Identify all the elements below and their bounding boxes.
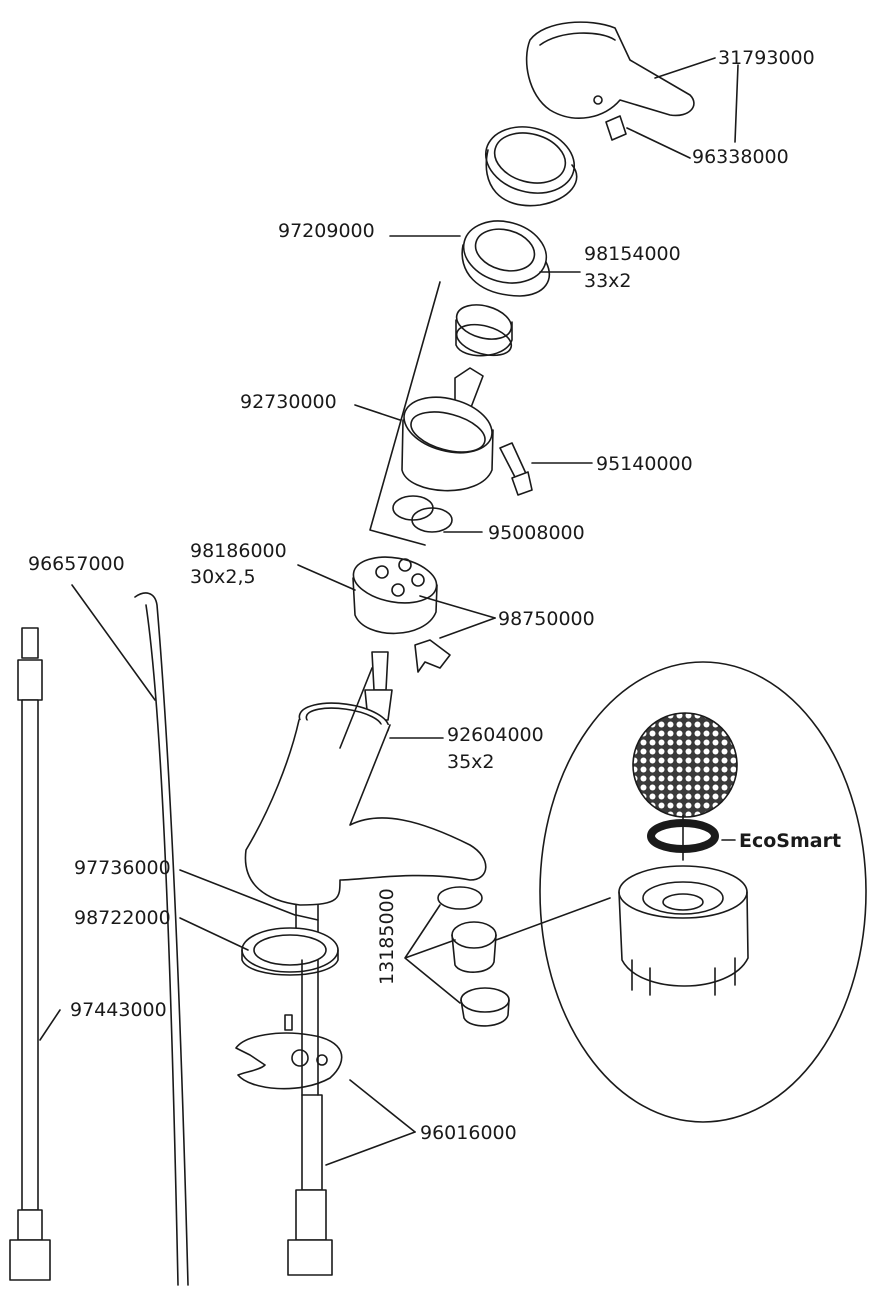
label-gasket: 98722000 (74, 907, 171, 929)
label-cap-nut: 97209000 (278, 220, 375, 242)
mounting-plate (235, 1014, 343, 1090)
part-labels: 31793000 96338000 97209000 98154000 33x2… (28, 47, 841, 1144)
mounting-rod (287, 959, 333, 1276)
label-o-ring-top: 98154000 (584, 243, 681, 265)
label-aerator: 13185000 (376, 888, 398, 985)
base-set (352, 556, 451, 673)
label-o-ring-top-size: 33x2 (584, 270, 632, 292)
label-seals: 95008000 (488, 522, 585, 544)
label-body-o-ring-size: 35x2 (447, 751, 495, 773)
cartridge-adapter (455, 304, 513, 357)
label-handle: 31793000 (718, 47, 815, 69)
flex-hose (9, 627, 51, 1281)
label-flex-hose: 97443000 (70, 999, 167, 1021)
aerator-parts (437, 886, 510, 1027)
cartridge (401, 367, 494, 492)
label-threaded-rod: 97736000 (74, 857, 171, 879)
label-grub-screw: 96338000 (692, 146, 789, 168)
grub-screw (605, 115, 627, 141)
label-screw: 95140000 (596, 453, 693, 475)
label-o-ring-base-size: 30x2,5 (190, 566, 256, 588)
cap-nut (461, 220, 551, 297)
label-pop-up-rod: 96657000 (28, 553, 125, 575)
label-mounting-set: 96016000 (420, 1122, 517, 1144)
cover-ring (484, 126, 578, 207)
label-cartridge: 92730000 (240, 391, 337, 413)
leader-lines (39, 57, 739, 1166)
handle-lever (525, 21, 695, 119)
pop-up-rod (134, 592, 189, 1286)
aerator-detail-oval (539, 661, 867, 1123)
label-o-ring-base: 98186000 (190, 540, 287, 562)
label-ecosmart: EcoSmart (739, 830, 841, 852)
screw (499, 442, 533, 496)
faucet-body (244, 667, 487, 906)
seals (392, 495, 453, 533)
gasket (241, 927, 339, 976)
label-base-set: 98750000 (498, 608, 595, 630)
label-body-o-ring: 92604000 (447, 724, 544, 746)
